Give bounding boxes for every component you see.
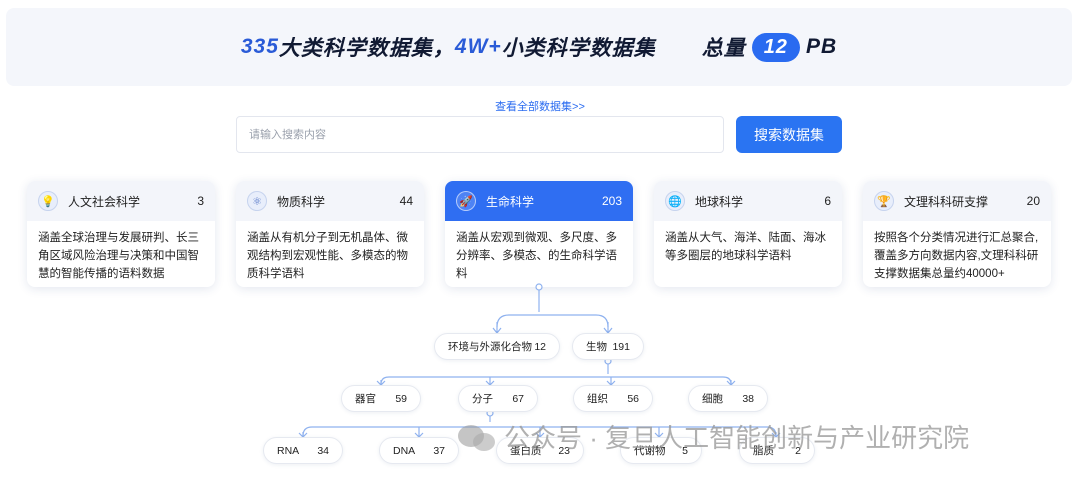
card-description: 涵盖从有机分子到无机晶体、微观结构到宏观性能、多模态的物质科学语料 — [247, 232, 408, 280]
node-count: 5 — [682, 444, 688, 457]
globe-icon: 🌐 — [665, 191, 685, 211]
category-card-life-science[interactable]: 🚀 生命科学 203 涵盖从宏观到微观、多尺度、多分辨率、多模态、的生命科学语料 — [445, 181, 633, 287]
tree-node-metabolite[interactable]: 代谢物 5 — [620, 437, 702, 464]
node-label: 代谢物 — [634, 445, 666, 457]
tree-node-biology[interactable]: 生物 191 — [572, 333, 644, 360]
node-label: DNA — [393, 444, 416, 457]
card-title: 生命科学 — [486, 194, 535, 209]
node-count: 59 — [395, 392, 407, 405]
tree-node-lipid[interactable]: 脂质 2 — [739, 437, 815, 464]
node-label: 细胞 — [702, 393, 723, 405]
card-count: 3 — [197, 194, 204, 208]
category-card-humanities[interactable]: 💡 人文社会科学 3 涵盖全球治理与发展研判、长三角区域风险治理与决策和中国智慧… — [27, 181, 215, 287]
watermark-text: 公众号 · 复旦人工智能创新与产业研究院 — [504, 423, 970, 453]
card-count: 20 — [1026, 194, 1040, 208]
node-count: 191 — [612, 340, 630, 353]
trophy-icon: 🏆 — [874, 191, 894, 211]
card-description: 按照各个分类情况进行汇总聚合,覆盖多方向数据内容,文理科科研支撑数据集总量约40… — [874, 232, 1039, 280]
card-count: 6 — [824, 194, 831, 208]
bulb-icon: 💡 — [38, 191, 58, 211]
node-count: 34 — [317, 444, 329, 457]
node-count: 38 — [742, 392, 754, 405]
total-value-badge: 12 — [751, 32, 800, 62]
card-title: 物质科学 — [277, 194, 326, 209]
watermark: 公众号 · 复旦人工智能创新与产业研究院 — [458, 418, 969, 455]
node-label: 生物 — [586, 341, 607, 353]
atom-icon: ⚛ — [247, 191, 267, 211]
node-label: 环境与外源化合物 — [448, 341, 532, 353]
tree-node-environment[interactable]: 环境与外源化合物 12 — [434, 333, 560, 360]
card-header: 🌐 地球科学 6 — [654, 181, 842, 221]
category-card-earth-science[interactable]: 🌐 地球科学 6 涵盖从大气、海洋、陆面、海冰等多圈层的地球科学语料 — [654, 181, 842, 287]
category-card-research-support[interactable]: 🏆 文理科科研支撑 20 按照各个分类情况进行汇总聚合,覆盖多方向数据内容,文理… — [863, 181, 1051, 287]
node-label: 脂质 — [753, 445, 774, 457]
tree-node-dna[interactable]: DNA 37 — [379, 437, 459, 464]
rocket-icon: 🚀 — [456, 191, 476, 211]
card-title: 地球科学 — [695, 194, 744, 209]
node-label: 器官 — [355, 393, 376, 405]
stats-headline: 335 大类科学数据集， 4W+ 小类科学数据集 总量 12 PB — [6, 8, 1072, 86]
card-header: ⚛ 物质科学 44 — [236, 181, 424, 221]
card-description: 涵盖从宏观到微观、多尺度、多分辨率、多模态、的生命科学语料 — [456, 232, 617, 280]
wechat-icon — [458, 421, 498, 453]
view-all-datasets-link[interactable]: 查看全部数据集>> — [495, 101, 585, 113]
stats-banner: 335 大类科学数据集， 4W+ 小类科学数据集 总量 12 PB — [6, 8, 1072, 86]
tree-node-cell[interactable]: 细胞 38 — [688, 385, 768, 412]
card-header: 🏆 文理科科研支撑 20 — [863, 181, 1051, 221]
card-header: 💡 人文社会科学 3 — [27, 181, 215, 221]
node-count: 56 — [627, 392, 639, 405]
node-count: 12 — [534, 340, 546, 353]
tree-node-rna[interactable]: RNA 34 — [263, 437, 343, 464]
subcategory-count: 4W+ — [454, 35, 502, 58]
node-label: 蛋白质 — [510, 445, 542, 457]
category-count: 335 — [240, 35, 279, 58]
card-title: 人文社会科学 — [68, 194, 141, 209]
card-header: 🚀 生命科学 203 — [445, 181, 633, 221]
tree-node-tissue[interactable]: 组织 56 — [573, 385, 653, 412]
search-datasets-button[interactable]: 搜索数据集 — [736, 116, 842, 153]
node-count: 23 — [558, 444, 570, 457]
tree-node-molecule[interactable]: 分子 67 — [458, 385, 538, 412]
tree-node-protein[interactable]: 蛋白质 23 — [496, 437, 584, 464]
card-count: 203 — [601, 194, 622, 208]
total-unit: PB — [805, 35, 838, 58]
card-title: 文理科科研支撑 — [904, 194, 989, 209]
category-card-physical-science[interactable]: ⚛ 物质科学 44 涵盖从有机分子到无机晶体、微观结构到宏观性能、多模态的物质科… — [236, 181, 424, 287]
card-description: 涵盖全球治理与发展研判、长三角区域风险治理与决策和中国智慧的智能传播的语料数据 — [38, 232, 199, 280]
card-count: 44 — [399, 194, 413, 208]
total-label: 总量 — [701, 37, 746, 60]
node-count: 2 — [795, 444, 801, 457]
card-description: 涵盖从大气、海洋、陆面、海冰等多圈层的地球科学语料 — [665, 232, 826, 262]
node-count: 37 — [433, 444, 445, 457]
node-label: 分子 — [472, 393, 493, 405]
subcategory-count-label: 小类科学数据集 — [501, 37, 656, 60]
node-count: 67 — [512, 392, 524, 405]
category-count-label: 大类科学数据集， — [278, 37, 455, 60]
node-label: RNA — [277, 444, 300, 457]
search-input[interactable] — [236, 116, 724, 153]
tree-node-organ[interactable]: 器官 59 — [341, 385, 421, 412]
node-label: 组织 — [587, 393, 608, 405]
